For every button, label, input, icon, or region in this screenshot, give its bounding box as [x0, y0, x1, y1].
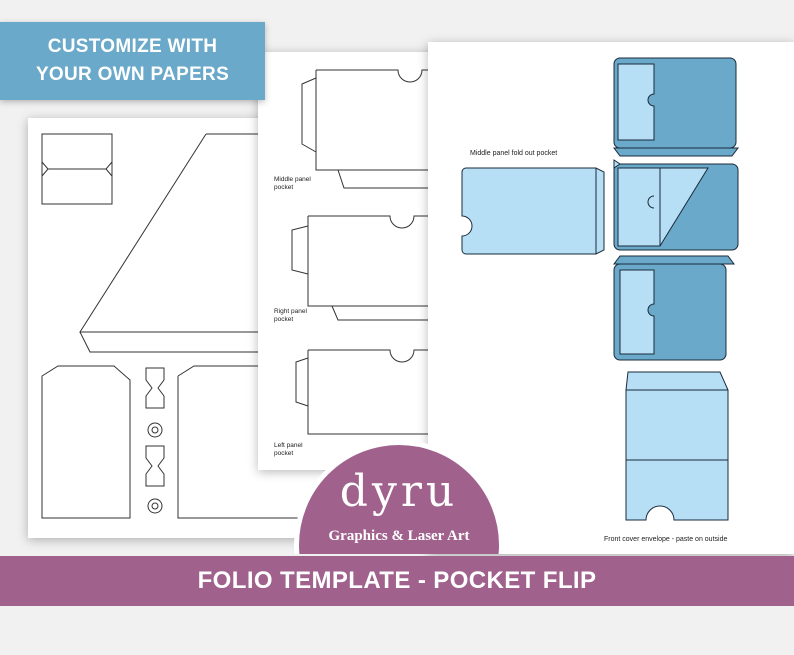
badge-line-2: YOUR OWN PAPERS [35, 64, 230, 85]
template-sheet-right: Middle panel fold out pocket Front cover… [428, 42, 794, 554]
template-sheet-middle: Middle panel pocket Right panel pocket L… [258, 52, 458, 470]
front-cover-envelope-label: Front cover envelope - paste on outside [604, 536, 728, 543]
pocket-a-insert [617, 63, 655, 141]
title-banner: FOLIO TEMPLATE - POCKET FLIP [0, 556, 794, 606]
banner-title: FOLIO TEMPLATE - POCKET FLIP [197, 567, 597, 594]
front-cover-envelope-shape [625, 371, 729, 521]
left-sheet-drawing [41, 133, 324, 519]
pocket-c-insert [619, 269, 655, 355]
customize-badge: CUSTOMIZE WITH YOUR OWN PAPERS [0, 22, 265, 100]
right-sheet-drawing [461, 57, 739, 521]
right-panel-pocket-label: Right panel pocket [274, 308, 307, 323]
fold-out-pocket-label: Middle panel fold out pocket [470, 150, 558, 157]
badge-line-1: CUSTOMIZE WITH [47, 36, 218, 57]
middle-panel-pocket-label: Middle panel pocket [274, 176, 311, 191]
middle-sheet-drawing [291, 69, 458, 435]
logo-tagline: Graphics & Laser Art [328, 528, 470, 544]
logo-wordmark: dyru [339, 466, 459, 517]
fold-out-pocket-shape [461, 167, 605, 255]
left-panel-pocket-label: Left panel pocket [274, 442, 303, 457]
